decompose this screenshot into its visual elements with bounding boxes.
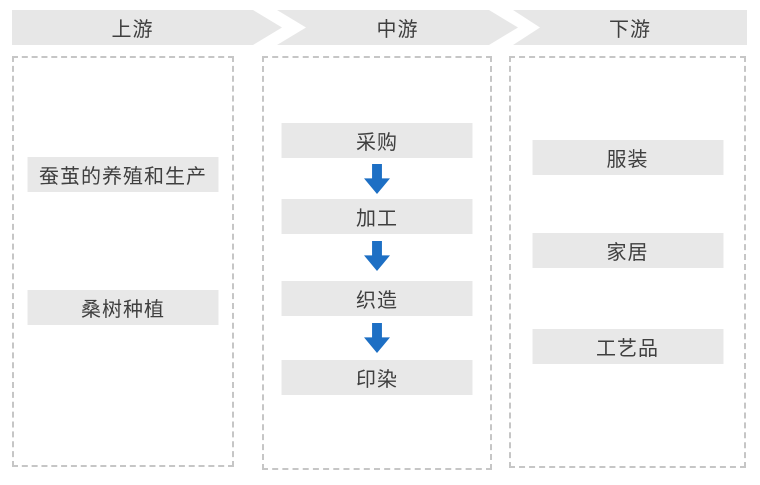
down-arrow-icon	[364, 241, 390, 271]
node-apparel: 服装	[532, 140, 723, 175]
stage-banner-midstream: 中游	[277, 10, 518, 45]
stage-label-upstream: 上游	[111, 19, 154, 41]
node-home-furnishing: 家居	[532, 233, 723, 268]
node-processing: 加工	[281, 199, 473, 234]
stage-label-midstream: 中游	[376, 19, 419, 41]
node-printing-dyeing: 印染	[281, 360, 473, 395]
node-procurement: 采购	[281, 123, 473, 158]
midstream-panel: 采购 加工 织造 印染	[262, 56, 492, 470]
stage-banner-downstream: 下游	[513, 10, 747, 45]
downstream-panel: 服装 家居 工艺品	[509, 56, 746, 468]
stage-banner-upstream: 上游	[12, 10, 282, 45]
stage-label-downstream: 下游	[609, 19, 651, 41]
node-mulberry-planting: 桑树种植	[27, 290, 219, 325]
node-sericulture: 蚕茧的养殖和生产	[27, 157, 219, 192]
down-arrow-icon	[364, 323, 390, 353]
upstream-panel: 蚕茧的养殖和生产 桑树种植	[12, 56, 234, 467]
node-handicrafts: 工艺品	[532, 329, 723, 364]
node-weaving: 织造	[281, 281, 473, 316]
down-arrow-icon	[364, 164, 390, 194]
